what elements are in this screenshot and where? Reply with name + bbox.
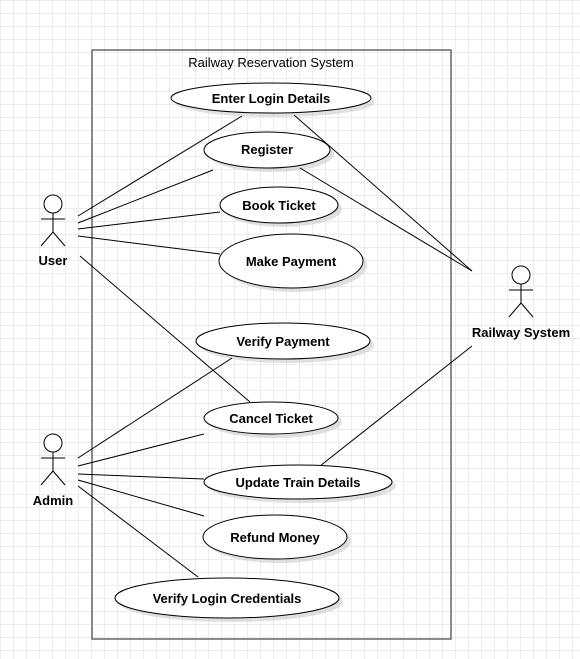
assoc-railway-register	[299, 167, 473, 272]
use-case-book-ticket[interactable]: Book Ticket	[219, 186, 339, 224]
actor-head	[43, 433, 63, 453]
use-case-update-train[interactable]: Update Train Details	[203, 464, 393, 500]
actor-user-label: User	[39, 253, 68, 268]
use-case-label: Enter Login Details	[212, 91, 330, 106]
assoc-admin-update-train	[77, 473, 205, 480]
actor-user[interactable]	[40, 194, 66, 247]
assoc-admin-verify-login	[77, 485, 199, 578]
assoc-user-cancel-ticket	[79, 255, 251, 403]
use-case-label: Register	[241, 142, 293, 157]
system-boundary	[91, 49, 452, 640]
use-case-refund-money[interactable]: Refund Money	[202, 514, 348, 560]
actor-head	[511, 265, 531, 285]
use-case-label: Refund Money	[230, 530, 320, 545]
use-case-make-payment[interactable]: Make Payment	[218, 233, 364, 289]
actor-leg-right	[52, 231, 66, 247]
assoc-user-enter-login	[77, 115, 243, 217]
actor-admin[interactable]	[40, 433, 66, 486]
use-case-enter-login[interactable]: Enter Login Details	[170, 82, 372, 114]
actor-railway-system-label: Railway System	[472, 325, 570, 340]
actor-leg-left	[40, 231, 54, 247]
use-case-register[interactable]: Register	[203, 131, 331, 169]
assoc-admin-cancel-ticket	[77, 433, 205, 467]
actor-admin-label: Admin	[33, 493, 74, 508]
actor-leg-left	[508, 302, 522, 318]
use-case-label: Verify Payment	[236, 334, 330, 349]
use-case-label: Book Ticket	[242, 198, 316, 213]
actor-leg-right	[52, 470, 66, 486]
actor-leg-left	[40, 470, 54, 486]
use-case-label: Update Train Details	[236, 475, 361, 490]
associations	[77, 114, 473, 578]
use-case-verify-login[interactable]: Verify Login Credentials	[114, 577, 340, 619]
assoc-admin-refund-money	[77, 479, 205, 517]
actor-head	[43, 194, 63, 214]
system-title: Railway Reservation System	[188, 55, 353, 70]
use-case-label: Make Payment	[246, 254, 337, 269]
assoc-admin-verify-payment	[77, 357, 233, 459]
assoc-user-book-ticket	[77, 211, 221, 230]
use-case-label: Verify Login Credentials	[153, 591, 302, 606]
use-case-label: Cancel Ticket	[229, 411, 313, 426]
use-case-cancel-ticket[interactable]: Cancel Ticket	[203, 401, 339, 435]
actor-railway-system[interactable]	[508, 265, 534, 318]
assoc-user-register	[77, 169, 214, 224]
assoc-user-make-payment	[77, 235, 221, 255]
actor-leg-right	[520, 302, 534, 318]
use-case-verify-payment[interactable]: Verify Payment	[195, 322, 371, 360]
assoc-railway-enter-login	[293, 114, 473, 272]
assoc-railway-update-train	[319, 345, 473, 467]
